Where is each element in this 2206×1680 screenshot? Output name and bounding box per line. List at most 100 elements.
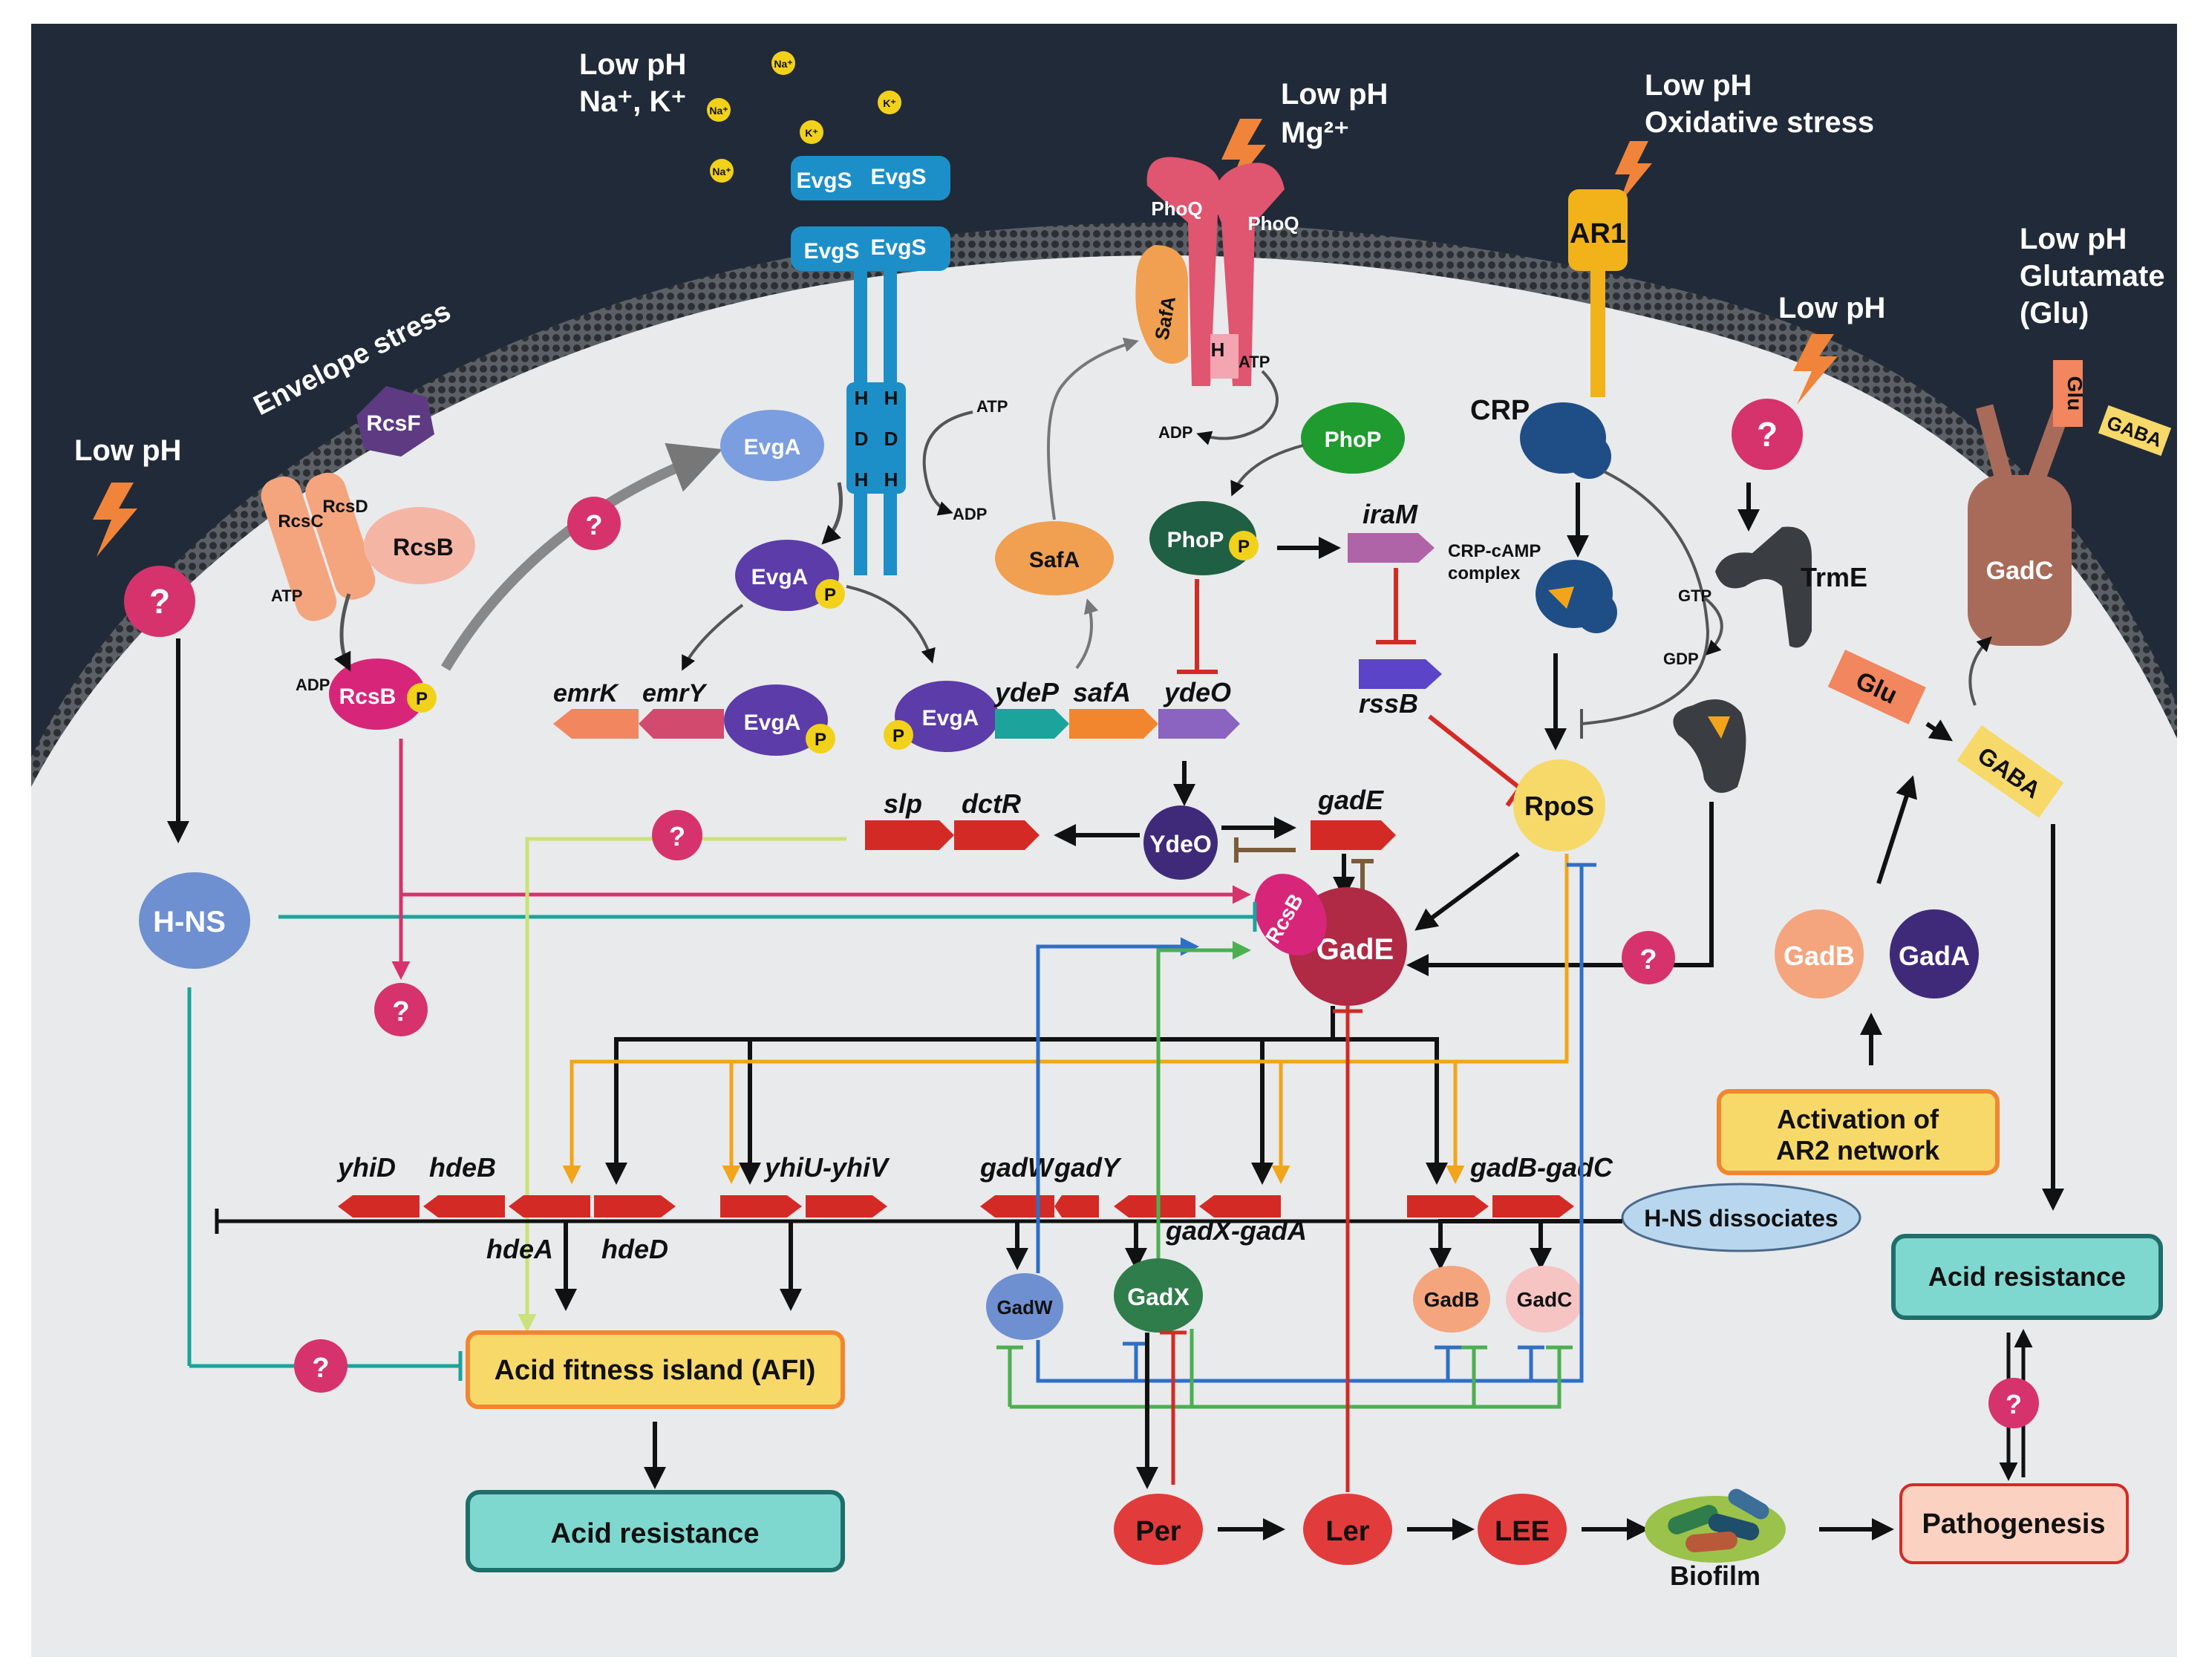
arrow-gadbc-to-gadb [1429,1219,1622,1270]
arrow-gad-to-glu [1876,775,1917,884]
evga-phosphorylated: EvgA P [735,540,845,611]
gadw-protein: GadW [986,1273,1063,1340]
arrow-phop-phosphorylation [1230,444,1304,497]
svg-text:SafA: SafA [1029,548,1080,572]
svg-text:H-NS dissociates: H-NS dissociates [1644,1205,1838,1232]
svg-text:K⁺: K⁺ [883,97,896,109]
atp-label: ATP [976,397,1008,416]
ydeo-protein: YdeO [1143,805,1218,880]
signal-low-ph-left: Low pH [74,434,181,467]
arrow-safa-to-phoq [1047,337,1139,520]
gene-arrow-iram [1348,533,1435,563]
svg-text:PhoP: PhoP [1325,428,1382,452]
afi-box: Acid fitness island (AFI) [466,1330,845,1409]
svg-text:GadW: GadW [996,1296,1053,1318]
svg-text:GadA: GadA [1899,941,1970,971]
arrow-phoq-atp [1196,370,1279,445]
svg-text:RcsB: RcsB [339,684,397,709]
rcsb-phosphorylated: RcsB P [329,658,437,730]
rcsb-protein: RcsB [364,507,475,584]
question-node: ? [1622,931,1675,984]
question-node: ? [652,810,702,860]
svg-text:RcsD: RcsD [322,497,368,517]
svg-text:Na⁺: Na⁺ [712,166,731,177]
rpos-protein: RpoS [1513,759,1605,852]
ar1-protein: AR1 [1568,189,1628,397]
svg-text:Per: Per [1135,1516,1181,1547]
svg-text:EvgA: EvgA [922,706,979,730]
gene-gadw: gadW [979,1152,1055,1183]
lightning-icon [1793,334,1838,405]
gtp-label: GTP [1678,586,1711,605]
acid-resistance-box-right: Acid resistance [1891,1234,2163,1320]
arrow-gade-to-gadbc [1333,1037,1448,1185]
question-node: ? [1732,399,1803,470]
gene-arrow-gadc [1492,1195,1574,1217]
svg-text:H: H [884,468,898,491]
svg-text:P: P [892,726,904,746]
gene-hdea: hdeA [486,1234,553,1264]
gene-ydep: ydeP [993,677,1060,707]
arrow-gaba-to-gadc [1968,636,1992,706]
gene-arrow-emry [639,709,724,739]
gadc-transporter: GadC [1968,404,2072,646]
svg-text:RcsB: RcsB [393,534,454,560]
arrow-rcsb-phosphorylation [333,593,351,672]
svg-text:D: D [884,428,898,450]
inhibition-gadx-loop [1190,1329,1562,1409]
arrow-glu-to-gaba [1925,719,1953,742]
gene-emrk: emrK [553,679,619,707]
arrow-trme-to-gade [1406,802,1714,976]
lightning-icon [1615,141,1652,204]
svg-text:GadX: GadX [1127,1284,1190,1310]
atp-label: ATP [271,586,302,605]
arrow-gadx-to-gade [1156,941,1251,1258]
biofilm-label: Biofilm [1670,1560,1760,1591]
svg-text:PhoQ: PhoQ [1151,197,1202,220]
trme-protein [1715,526,1812,648]
svg-text:Ler: Ler [1325,1516,1369,1547]
signal-glutamate: Glutamate [2020,260,2165,292]
svg-text:?: ? [312,1353,329,1384]
arrow-safa-gene-to-safa [1075,598,1099,670]
svg-text:?: ? [2006,1389,2022,1419]
gene-arrow-hdea [509,1195,590,1217]
gene-arrow-ydep [995,709,1069,739]
arrow-rpos-distribution [562,854,1569,1184]
ion-icons: Na⁺ Na⁺ K⁺ K⁺ Na⁺ [707,51,901,183]
svg-text:H: H [884,387,898,409]
inhibition-gadw-loop [1036,865,1584,1383]
hns-dissociates-ellipse: H-NS dissociates [1621,1183,1861,1252]
atp-label: ATP [1239,353,1270,371]
gadc-small-protein: GadC [1506,1266,1583,1333]
gene-arrow-dctr [954,820,1040,850]
gene-emry: emrY [642,679,708,707]
gene-safa: safA [1073,677,1131,707]
gene-iram: iraM [1363,499,1418,529]
svg-text:PhoP: PhoP [1167,528,1224,552]
svg-text:Na⁺: Na⁺ [774,58,792,70]
svg-text:?: ? [585,510,602,541]
svg-text:LEE: LEE [1495,1516,1550,1547]
evga-bound-ydep: EvgA P [884,681,999,752]
arrow-gade-distribution [605,1006,1335,1185]
svg-text:?: ? [669,821,685,852]
gene-arrow-hded [594,1195,676,1217]
signal-glu-abbrev: (Glu) [2020,297,2089,330]
gene-arrow-gady [1054,1195,1099,1217]
rcsc-rcsd-proteins: RcsC RcsD [261,472,376,621]
signal-mg-ion: Mg²⁺ [1281,117,1349,149]
gene-arrow-gadx [1114,1195,1195,1217]
svg-text:?: ? [1757,415,1778,454]
crp-label: CRP [1470,395,1530,426]
crp-protein [1520,402,1611,479]
svg-text:EvgS: EvgS [870,235,926,260]
svg-text:EvgS: EvgS [796,169,852,193]
svg-text:GadC: GadC [1517,1288,1573,1311]
pathogenesis-box: Pathogenesis [1899,1483,2129,1564]
svg-text:EvgA: EvgA [751,565,809,589]
gene-arrow-slp [865,820,954,850]
lightning-icon [1221,119,1266,197]
svg-text:AR1: AR1 [1570,218,1626,249]
